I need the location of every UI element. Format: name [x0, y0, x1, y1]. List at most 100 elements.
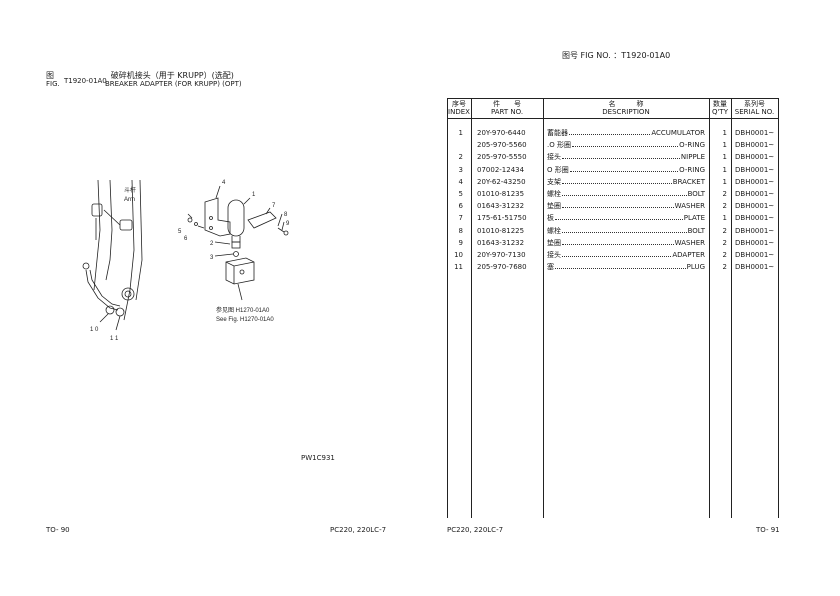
left-page-number: TO- 90: [46, 526, 70, 534]
arm-label-en: Arm: [124, 197, 135, 203]
row-description-en: PLUG: [686, 263, 705, 272]
row-part-no: 01010-81225: [477, 226, 525, 235]
row-serial: DBH0001~: [735, 214, 775, 223]
row-description-en: BOLT: [687, 190, 705, 198]
row-leader-dots: [569, 170, 679, 172]
figure-title-en: BREAKER ADAPTER (FOR KRUPP) (OPT): [105, 80, 242, 88]
row-qty: 1: [722, 214, 727, 223]
row-part-no: 01643-31232: [477, 238, 525, 247]
row-description-cn: 接头: [547, 251, 561, 259]
row-description: 塞 PLUG: [547, 264, 705, 271]
callout-3: 3: [210, 255, 214, 261]
row-serial: DBH0001~: [735, 190, 775, 198]
row-leader-dots: [562, 231, 687, 233]
row-index: 7: [458, 214, 463, 223]
row-description: 支架 BRACKET: [547, 177, 705, 186]
row-index: 3: [458, 165, 463, 174]
callout-9: 9: [286, 221, 290, 227]
row-leader-dots: [569, 134, 651, 135]
row-qty: 2: [722, 226, 727, 235]
row-description-en: WASHER: [674, 202, 705, 211]
row-serial: DBH0001~: [735, 226, 775, 235]
figure-title-block: 图 T1920-01A0 破碎机接头（用于 KRUPP）(选配) FIG. BR…: [46, 72, 242, 88]
row-part-no: 01010-81235: [477, 190, 525, 198]
row-description-cn: 螺栓: [547, 190, 561, 198]
row-index: 6: [458, 202, 463, 211]
row-description-en: WASHER: [674, 238, 705, 247]
row-description-cn: 板: [547, 214, 554, 223]
row-leader-dots: [555, 268, 686, 270]
row-leader-dots: [562, 256, 672, 257]
row-leader-dots: [562, 207, 674, 209]
row-index: 10: [454, 251, 463, 259]
arm-label-cn: 斗杆: [124, 186, 136, 194]
row-leader-dots: [571, 146, 679, 148]
row-description-cn: .O 形圈: [547, 141, 571, 150]
row-part-no: 205-970-5560: [477, 141, 527, 150]
row-description-en: BOLT: [687, 226, 705, 235]
row-qty: 2: [722, 190, 727, 198]
row-part-no: 205-970-7680: [477, 263, 527, 272]
row-serial: DBH0001~: [735, 177, 775, 186]
callout-10: 1 0: [90, 327, 99, 333]
row-part-no: 20Y-62-43250: [477, 177, 526, 186]
row-serial: DBH0001~: [735, 202, 775, 211]
row-description-cn: 塞: [547, 263, 554, 272]
row-serial: DBH0001~: [735, 129, 775, 137]
row-description-cn: 支架: [547, 177, 561, 186]
fig-label-en: FIG.: [46, 80, 60, 88]
row-description-en: BRACKET: [672, 177, 705, 186]
parts-diagram: 4 1 7 8 9 5 6 2 3 1 0 1 1 斗杆 Arm 参见图 H12…: [82, 179, 290, 342]
row-qty: 2: [722, 251, 727, 259]
row-qty: 1: [722, 153, 727, 162]
row-description-cn: O 形圈: [547, 165, 569, 174]
row-serial: DBH0001~: [735, 263, 775, 272]
row-qty: 1: [722, 141, 727, 150]
row-serial: DBH0001~: [735, 251, 775, 259]
row-part-no: 175-61-51750: [477, 214, 527, 223]
fig-number-header: 图号 FIG NO. ：T1920-01A0: [562, 51, 671, 60]
row-index: 2: [458, 153, 463, 162]
row-description-en: PLATE: [683, 214, 705, 223]
callout-7: 7: [272, 203, 276, 209]
callout-6: 6: [184, 236, 188, 242]
callout-4: 4: [222, 180, 226, 186]
row-description: 螺栓 BOLT: [547, 191, 705, 198]
ref-label-en: See Fig. H1270-01A0: [216, 317, 274, 323]
row-description: .O 形圈 O-RING: [547, 142, 705, 149]
right-page-number: TO- 91: [756, 526, 780, 534]
callout-1: 1: [252, 192, 256, 198]
callout-8: 8: [284, 212, 288, 218]
row-serial: DBH0001~: [735, 141, 775, 150]
right-model-name: PC220, 220LC-7: [447, 526, 504, 534]
row-qty: 2: [722, 263, 727, 272]
figure-title-cn: 破碎机接头（用于 KRUPP）(选配): [110, 71, 234, 80]
row-description: 板 PLATE: [547, 215, 705, 222]
row-index: 5: [458, 190, 463, 198]
row-qty: 1: [722, 177, 727, 186]
row-index: 1: [458, 129, 463, 137]
row-serial: DBH0001~: [735, 165, 775, 174]
left-model-name: PC220, 220LC-7: [330, 526, 387, 534]
callout-2: 2: [210, 241, 214, 247]
row-description-en: O-RING: [679, 141, 705, 150]
row-serial: DBH0001~: [735, 238, 775, 247]
row-leader-dots: [562, 195, 687, 196]
row-leader-dots: [562, 158, 680, 160]
row-qty: 2: [722, 238, 727, 247]
fig-number: T1920-01A0: [64, 77, 107, 85]
row-description-cn: 蓄能器: [547, 129, 568, 137]
callout-11: 1 1: [110, 336, 119, 342]
